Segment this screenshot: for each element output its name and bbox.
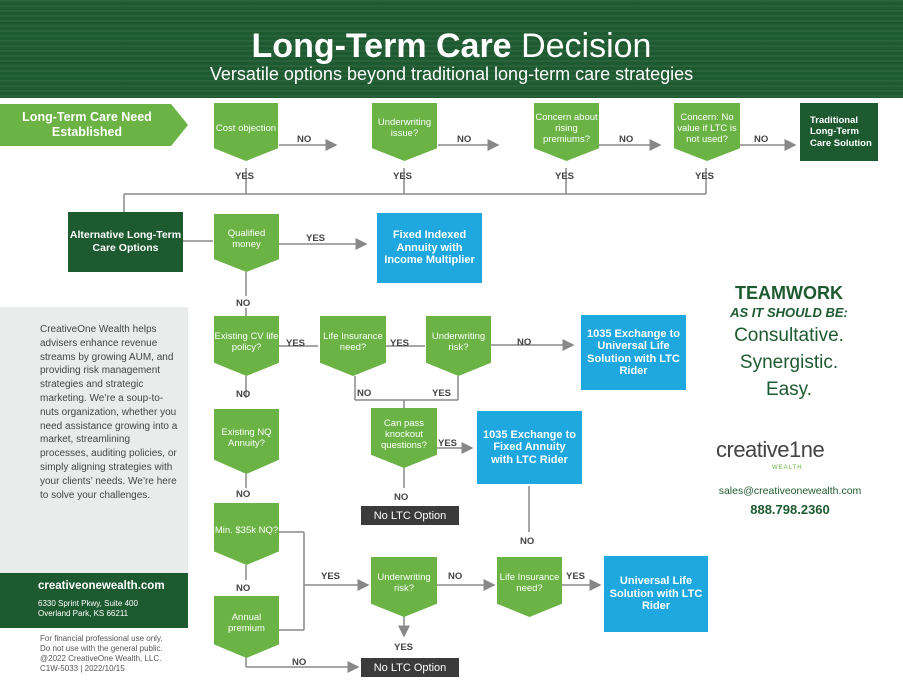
about-panel xyxy=(0,307,188,573)
traditional-solution: Traditional Long-Term Care Solution xyxy=(800,103,878,161)
label-no: NO xyxy=(394,492,409,503)
no-ltc-option-1: No LTC Option xyxy=(361,506,459,525)
label-no: NO xyxy=(236,389,251,400)
decision-cost-objection: Cost objection xyxy=(214,103,278,161)
fine-print-4: C1W-5033 | 2022/10/15 xyxy=(40,664,125,673)
decision-underwriting-risk-1: Underwriting risk? xyxy=(426,316,491,376)
sales-phone[interactable]: 888.798.2360 xyxy=(750,502,830,517)
label-yes: YES xyxy=(393,171,413,182)
exchange-fixed-annuity: 1035 Exchange to Fixed Annuity with LTC … xyxy=(477,411,582,484)
label-yes: YES xyxy=(438,438,458,449)
header-banner: Long-Term Care Decision Versatile option… xyxy=(0,0,903,98)
label-no: NO xyxy=(297,134,312,145)
address-line-2: Overland Park, KS 66211 xyxy=(38,609,129,618)
fine-print-1: For financial professional use only. xyxy=(40,634,163,643)
company-logo-sub: WEALTH xyxy=(772,465,803,471)
decision-life-need: Life Insurance need? xyxy=(320,316,386,376)
label-no: NO xyxy=(236,298,251,309)
title-light: Decision xyxy=(521,27,652,65)
decision-no-value: Concern: No value if LTC is not used? xyxy=(674,103,740,161)
decision-rising-premiums: Concern about rising premiums? xyxy=(534,103,599,161)
decision-underwriting-issue: Underwriting issue? xyxy=(372,103,437,161)
decision-annual-premium: Annual premium xyxy=(214,596,279,658)
about-text: CreativeOne Wealth helps advisers enhanc… xyxy=(40,324,178,501)
label-yes: YES xyxy=(566,571,586,582)
label-yes: YES xyxy=(432,388,452,399)
teamwork-subheading: AS IT SHOULD BE: xyxy=(730,305,848,320)
label-no: NO xyxy=(357,388,372,399)
label-yes: YES xyxy=(306,233,326,244)
label-no: NO xyxy=(457,134,472,145)
label-yes: YES xyxy=(695,171,715,182)
decision-existing-cv: Existing CV life policy? xyxy=(214,316,279,376)
decision-existing-nq: Existing NQ Annuity? xyxy=(214,409,279,474)
page-subtitle: Versatile options beyond traditional lon… xyxy=(209,64,694,84)
contact-box xyxy=(0,573,188,628)
fine-print-2: Do not use with the general public. xyxy=(40,644,163,653)
label-no: NO xyxy=(619,134,634,145)
label-no: NO xyxy=(520,536,535,547)
decision-qualified-money: Qualified money xyxy=(214,214,279,272)
no-ltc-option-2: No LTC Option xyxy=(361,658,459,677)
label-yes: YES xyxy=(286,338,306,349)
exchange-universal-life: 1035 Exchange to Universal Life Solution… xyxy=(581,315,686,390)
label-yes: YES xyxy=(390,338,410,349)
decision-min-35k: Min. $35k NQ? xyxy=(214,503,279,565)
title-bold: Long-Term Care xyxy=(251,27,512,65)
label-no: NO xyxy=(754,134,769,145)
decision-knockout: Can pass knockout questions? xyxy=(371,408,437,468)
label-yes: YES xyxy=(555,171,575,182)
tagline-synergistic: Synergistic. xyxy=(739,352,839,373)
label-no: NO xyxy=(292,657,307,668)
fine-print-3: @2022 CreativeOne Wealth, LLC. xyxy=(40,654,162,663)
start-need-established: Long-Term Care Need Established xyxy=(0,104,188,146)
banner-texture xyxy=(0,0,903,98)
teamwork-heading: TEAMWORK xyxy=(735,283,843,303)
label-no: NO xyxy=(236,583,251,594)
fixed-indexed-annuity: Fixed Indexed Annuity with Income Multip… xyxy=(377,213,482,283)
address-line-1: 6330 Sprint Pkwy, Suite 400 xyxy=(38,599,138,608)
alternative-options: Alternative Long-Term Care Options xyxy=(68,212,183,272)
page-title: Long-Term Care Decision xyxy=(0,26,903,66)
universal-life-solution: Universal Life Solution with LTC Rider xyxy=(604,556,708,632)
label-yes: YES xyxy=(394,642,414,653)
label-no: NO xyxy=(448,571,463,582)
label-no: NO xyxy=(517,337,532,348)
tagline-easy: Easy. xyxy=(765,379,813,400)
label-no: NO xyxy=(236,489,251,500)
label-yes: YES xyxy=(235,171,255,182)
decision-underwriting-risk-2: Underwriting risk? xyxy=(371,557,437,617)
decision-life-need-2: Life Insurance need? xyxy=(497,557,562,617)
website-link[interactable]: creativeonewealth.com xyxy=(38,580,165,592)
sales-email[interactable]: sales@creativeonewealth.com xyxy=(718,485,862,497)
company-logo: creative1ne xyxy=(716,437,825,462)
label-yes: YES xyxy=(321,571,341,582)
tagline-consultative: Consultative. xyxy=(734,325,844,346)
